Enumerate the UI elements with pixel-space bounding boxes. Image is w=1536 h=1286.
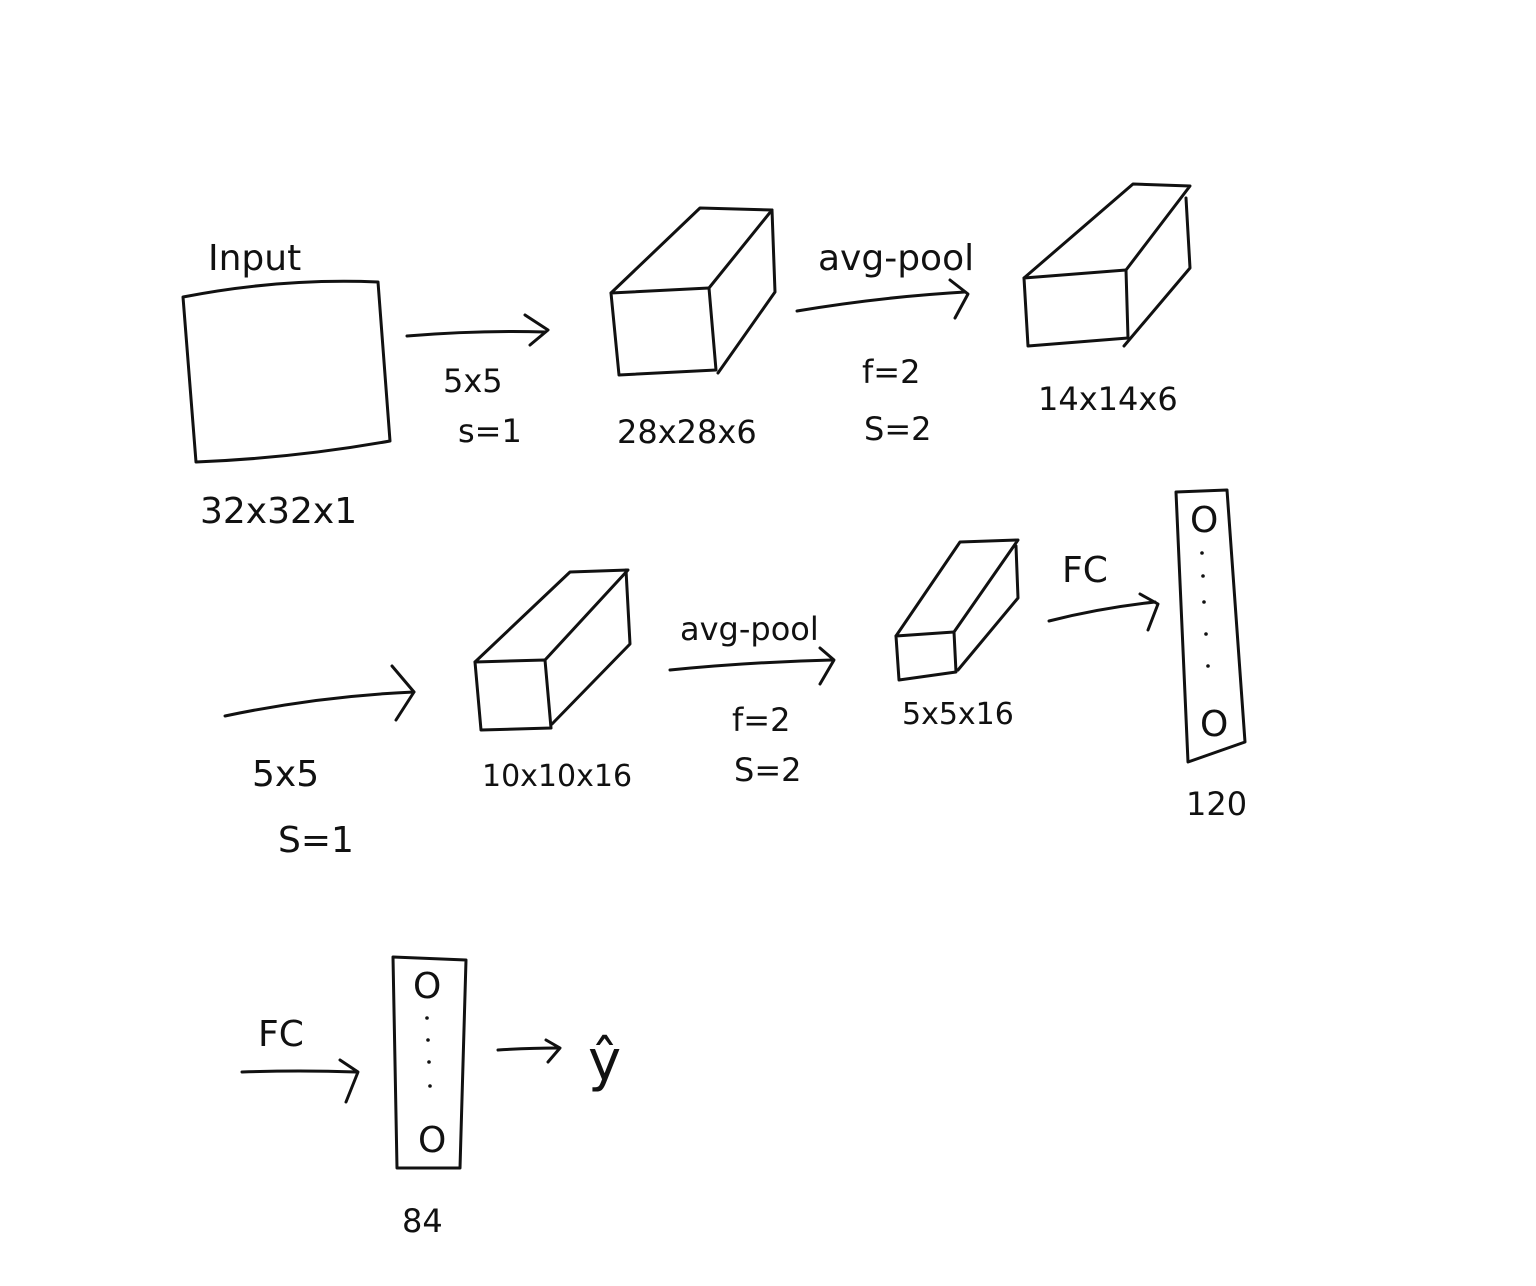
pool2-op-label: avg-pool — [680, 610, 819, 648]
pool2-dims-label: 5x5x16 — [902, 697, 1014, 732]
fc1-vector: O O — [1174, 488, 1247, 764]
pool2-arrow — [668, 658, 834, 672]
pool2-s-label: S=2 — [734, 751, 801, 789]
pool1-volume — [1022, 182, 1192, 348]
fc1-bottom-node: O — [1200, 704, 1228, 745]
pool1-f-label: f=2 — [862, 353, 920, 391]
fc1-label: FC — [1062, 550, 1108, 591]
conv1-arrow — [405, 330, 547, 338]
pool1-dims-label: 14x14x6 — [1038, 380, 1178, 418]
input-title: Input — [208, 238, 301, 279]
pool2-f-label: f=2 — [732, 701, 790, 739]
output-y-hat: ŷ — [588, 1029, 621, 1094]
output-arrow — [496, 1046, 560, 1052]
conv2-dims-label: 10x10x16 — [482, 759, 632, 794]
conv2-volume — [473, 568, 632, 732]
conv1-kernel-label: 5x5 — [443, 362, 503, 400]
conv2-arrow — [223, 690, 416, 718]
fc1-arrow — [1047, 600, 1157, 623]
conv1-dims-label: 28x28x6 — [617, 413, 757, 451]
fc1-size-label: 120 — [1186, 785, 1247, 823]
fc2-arrow — [240, 1069, 358, 1074]
pool1-s-label: S=2 — [864, 410, 931, 448]
conv2-stride-label: S=1 — [278, 820, 354, 861]
conv2-kernel-label: 5x5 — [252, 754, 319, 795]
pool2-volume — [894, 538, 1020, 682]
input-image-box — [181, 279, 392, 464]
conv1-stride-label: s=1 — [458, 412, 522, 450]
fc2-bottom-node: O — [418, 1120, 446, 1161]
fc2-top-node: O — [413, 966, 441, 1007]
pool1-arrow — [795, 290, 967, 313]
fc2-size-label: 84 — [402, 1202, 443, 1240]
fc1-top-node: O — [1190, 500, 1218, 541]
pool1-op-label: avg-pool — [818, 238, 974, 279]
fc2-vector: O O — [391, 955, 468, 1170]
conv1-volume — [609, 206, 777, 377]
input-dims-label: 32x32x1 — [200, 491, 357, 532]
fc2-label: FC — [258, 1014, 304, 1055]
